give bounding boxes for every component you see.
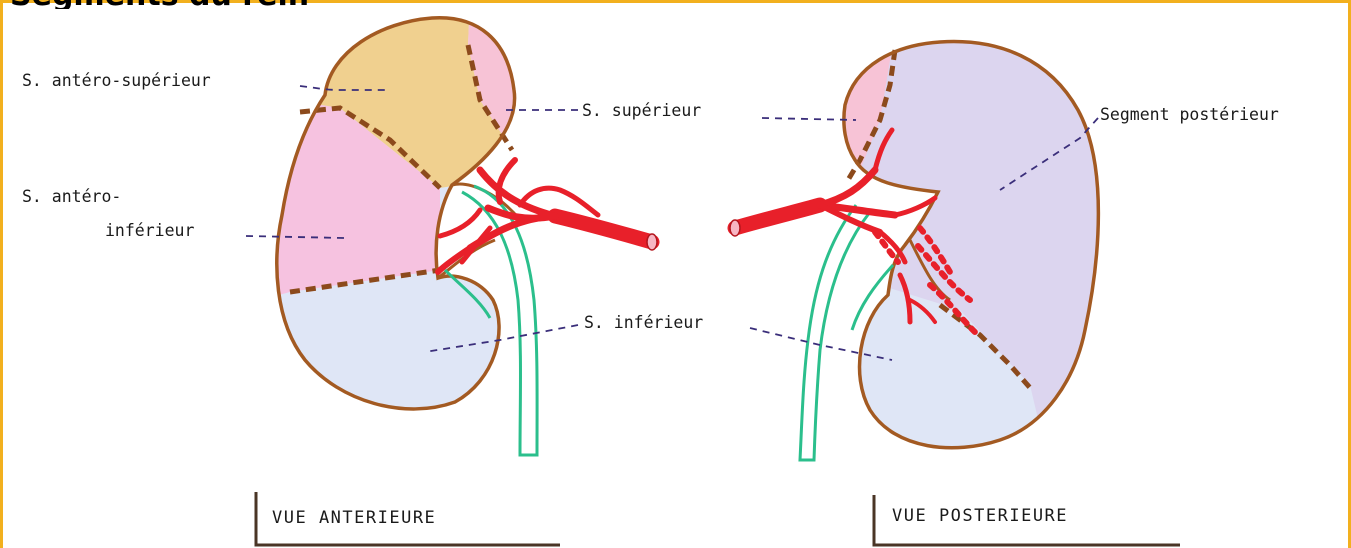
anterior-renal-artery (438, 160, 652, 272)
view-label-posterior: VUE POSTERIEURE (892, 506, 1068, 526)
label-antero-inferieur-line1: S. antéro- (22, 188, 121, 206)
label-antero-superieur: S. antéro-supérieur (22, 72, 211, 90)
artery-cut-end (730, 220, 740, 236)
label-inferieur: S. inférieur (584, 314, 703, 332)
label-antero-inferieur-line2: inférieur (105, 222, 194, 240)
label-superieur: S. supérieur (582, 102, 701, 120)
label-segment-posterieur: Segment postérieur (1100, 106, 1279, 124)
artery-cut-end (647, 234, 657, 250)
view-label-anterior: VUE ANTERIEURE (272, 508, 436, 528)
posterior-kidney (820, 0, 1120, 470)
leader-superieur-posterior (762, 118, 856, 120)
